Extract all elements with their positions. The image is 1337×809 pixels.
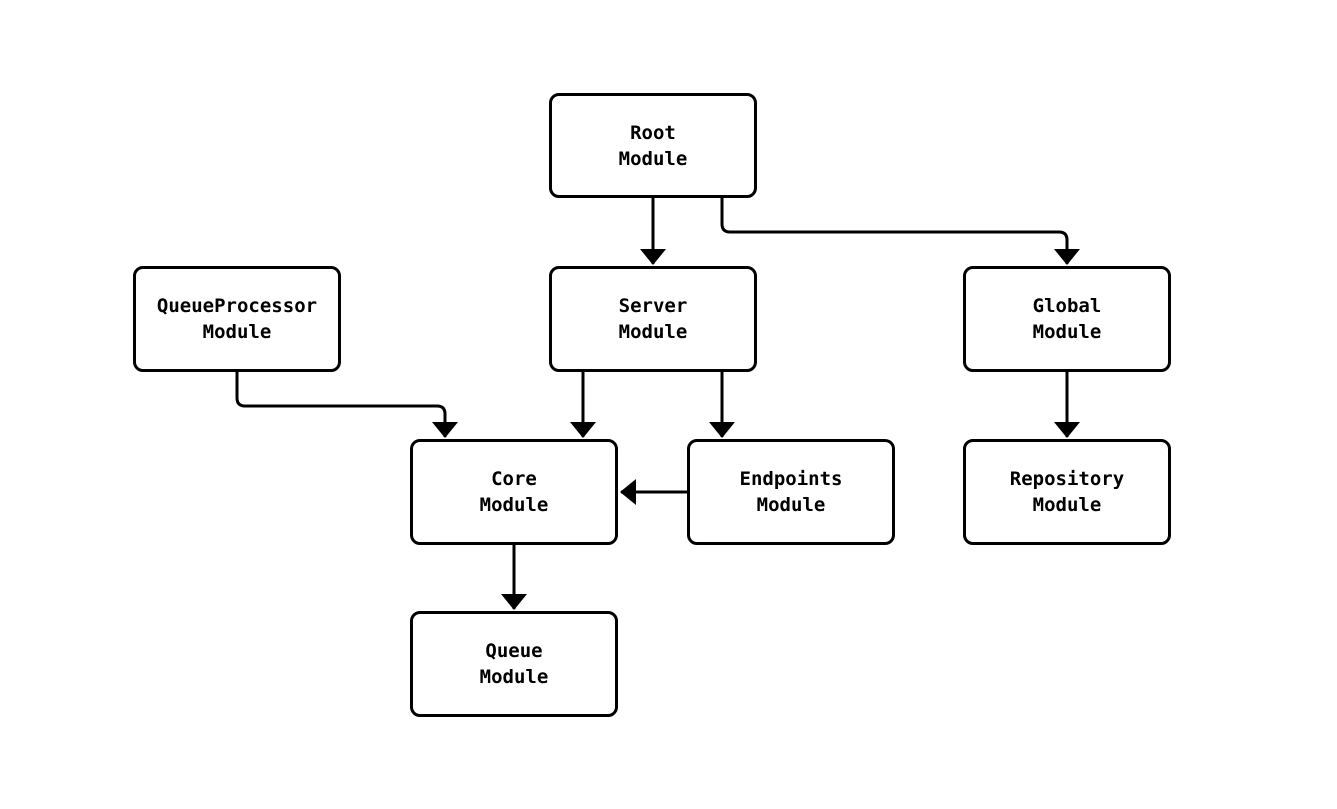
node-label-line1: Root xyxy=(630,121,676,144)
node-label-line2: Module xyxy=(202,321,272,343)
node-label-line1: Endpoints xyxy=(739,468,843,490)
node-label-line2: Module xyxy=(618,321,688,343)
node-label-line1: QueueProcessor xyxy=(156,295,318,317)
node-label-line1: Queue xyxy=(485,640,543,662)
node-label-line2: Module xyxy=(1032,494,1102,516)
node-label-line2: Module xyxy=(1032,321,1102,343)
edge-queueprocessor-to-core xyxy=(235,372,458,438)
node-label-line2: Module xyxy=(479,494,549,516)
node-label-line1: Server xyxy=(618,295,688,317)
edge-root-to-global xyxy=(720,198,1080,265)
node-label-line1: Core xyxy=(491,468,537,490)
node-label-line2: Module xyxy=(479,666,549,688)
node-label-line1: Repository xyxy=(1009,468,1125,490)
node-label-line1: Global xyxy=(1032,295,1102,317)
node-label-line2: Module xyxy=(756,494,826,516)
edge-group xyxy=(235,198,1080,610)
node-label-line2: Module xyxy=(618,147,688,170)
